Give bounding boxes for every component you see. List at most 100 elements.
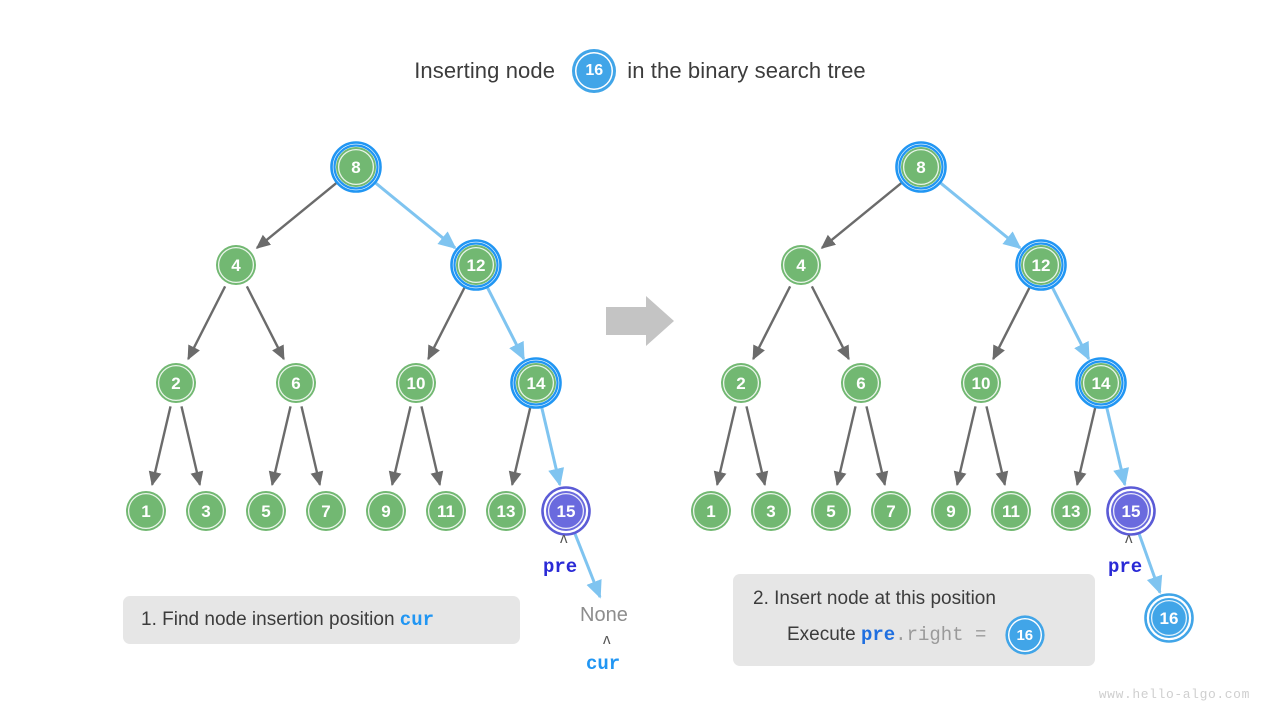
node-label: 12 (467, 256, 486, 275)
tree-node[interactable]: 5 (811, 491, 851, 531)
tree-node[interactable]: 8 (895, 141, 947, 193)
tree-node[interactable]: 8 (330, 141, 382, 193)
node-inner-ring (397, 364, 435, 402)
tree-node[interactable]: 4 (216, 245, 256, 285)
step-arrow (606, 296, 674, 346)
node-label: 5 (261, 502, 270, 521)
watermark: www.hello-algo.com (1098, 687, 1250, 702)
left-caption-line: 1. Find node insertion position cur (141, 609, 502, 631)
node-circle (991, 491, 1031, 531)
tree-node[interactable]: 3 (751, 491, 791, 531)
tree-node[interactable]: 15 (541, 486, 591, 536)
page-title: Inserting node 16 in the binary search t… (0, 52, 1280, 90)
node-label: 8 (916, 158, 925, 177)
tree-edge (992, 285, 1032, 361)
node-label: 10 (972, 374, 991, 393)
node-highlight-ring-inner (333, 144, 379, 190)
tree-edge (245, 285, 285, 361)
node-inner-ring (157, 364, 195, 402)
tree-node[interactable]: 6 (841, 363, 881, 403)
node-circle (366, 491, 406, 531)
tree-edge (938, 181, 1022, 250)
tree-node[interactable]: 16 (1144, 593, 1194, 643)
node-inner-ring (427, 492, 465, 530)
tree-node[interactable]: 2 (721, 363, 761, 403)
tree-edge (1105, 406, 1130, 487)
node-circle (1051, 491, 1091, 531)
tree-node[interactable]: 15 (1106, 486, 1156, 536)
node-label: 13 (1062, 502, 1081, 521)
tree-node[interactable]: 11 (991, 491, 1031, 531)
node-highlight-ring (330, 141, 382, 193)
node-circle (246, 491, 286, 531)
right-pre-label: pre (1108, 556, 1143, 578)
tree-node[interactable]: 12 (450, 239, 502, 291)
tree-node[interactable]: 13 (1051, 491, 1091, 531)
tree-node[interactable]: 6 (276, 363, 316, 403)
tree-edge (833, 406, 857, 487)
tree-node[interactable]: 7 (871, 491, 911, 531)
node-label: 7 (886, 502, 895, 521)
node-label: 11 (437, 502, 455, 521)
node-inner-ring (247, 492, 285, 530)
node-circle (691, 491, 731, 531)
tree-node[interactable]: 9 (931, 491, 971, 531)
node-circle (336, 147, 376, 187)
node-circle (901, 147, 941, 187)
node-inner-ring (307, 492, 345, 530)
node-inner-ring (992, 492, 1030, 530)
tree-node[interactable]: 12 (1015, 239, 1067, 291)
dangling-edge-to-none (573, 532, 602, 599)
node-label: 14 (527, 374, 546, 393)
node-highlight-ring (1144, 593, 1194, 643)
tree-node[interactable]: 14 (510, 357, 562, 409)
tree-node[interactable]: 2 (156, 363, 196, 403)
tree-node[interactable]: 7 (306, 491, 346, 531)
tree-edge (752, 285, 792, 361)
tree-node[interactable]: 3 (186, 491, 226, 531)
tree-node[interactable]: 1 (691, 491, 731, 531)
node-label: 8 (351, 158, 360, 177)
tree-edge (373, 181, 457, 250)
node-circle (1111, 491, 1151, 531)
right-caption-line-1: 2. Insert node at this position (753, 588, 1075, 610)
node-circle (396, 363, 436, 403)
edges-layer (148, 181, 1163, 599)
node-inner-ring (932, 492, 970, 530)
node-label: 4 (231, 256, 241, 275)
node-highlight-ring-inner (513, 360, 559, 406)
node-circle (961, 363, 1001, 403)
node-label: 9 (381, 502, 390, 521)
node-inner-ring (782, 246, 820, 284)
tree-node[interactable]: 11 (426, 491, 466, 531)
tree-node[interactable]: 1 (126, 491, 166, 531)
node-label: 6 (856, 374, 865, 393)
tree-node[interactable]: 10 (961, 363, 1001, 403)
node-label: 3 (766, 502, 775, 521)
tree-edge (713, 406, 737, 487)
title-node-badge: 16 (575, 52, 614, 90)
right-caption-pre: pre (860, 624, 896, 646)
tree-node[interactable]: 13 (486, 491, 526, 531)
right-caption-node-badge: 16 (1007, 618, 1042, 652)
node-circle (1021, 245, 1061, 285)
node-label: 3 (201, 502, 210, 521)
left-caption-text: Find node insertion position (156, 609, 400, 630)
tree-edge (268, 406, 292, 487)
node-inner-ring (1052, 492, 1090, 530)
node-highlight-ring-inner (1078, 360, 1124, 406)
tree-node[interactable]: 14 (1075, 357, 1127, 409)
node-highlight-ring (1075, 357, 1127, 409)
right-caption-dot: . (895, 624, 907, 646)
left-pre-label: pre (543, 556, 578, 578)
tree-node[interactable]: 5 (246, 491, 286, 531)
node-inner-ring (457, 246, 495, 284)
node-label: 14 (1092, 374, 1111, 393)
tree-edge (820, 181, 904, 249)
tree-node[interactable]: 9 (366, 491, 406, 531)
tree-node[interactable]: 4 (781, 245, 821, 285)
node-inner-ring (1082, 364, 1120, 402)
tree-node[interactable]: 10 (396, 363, 436, 403)
